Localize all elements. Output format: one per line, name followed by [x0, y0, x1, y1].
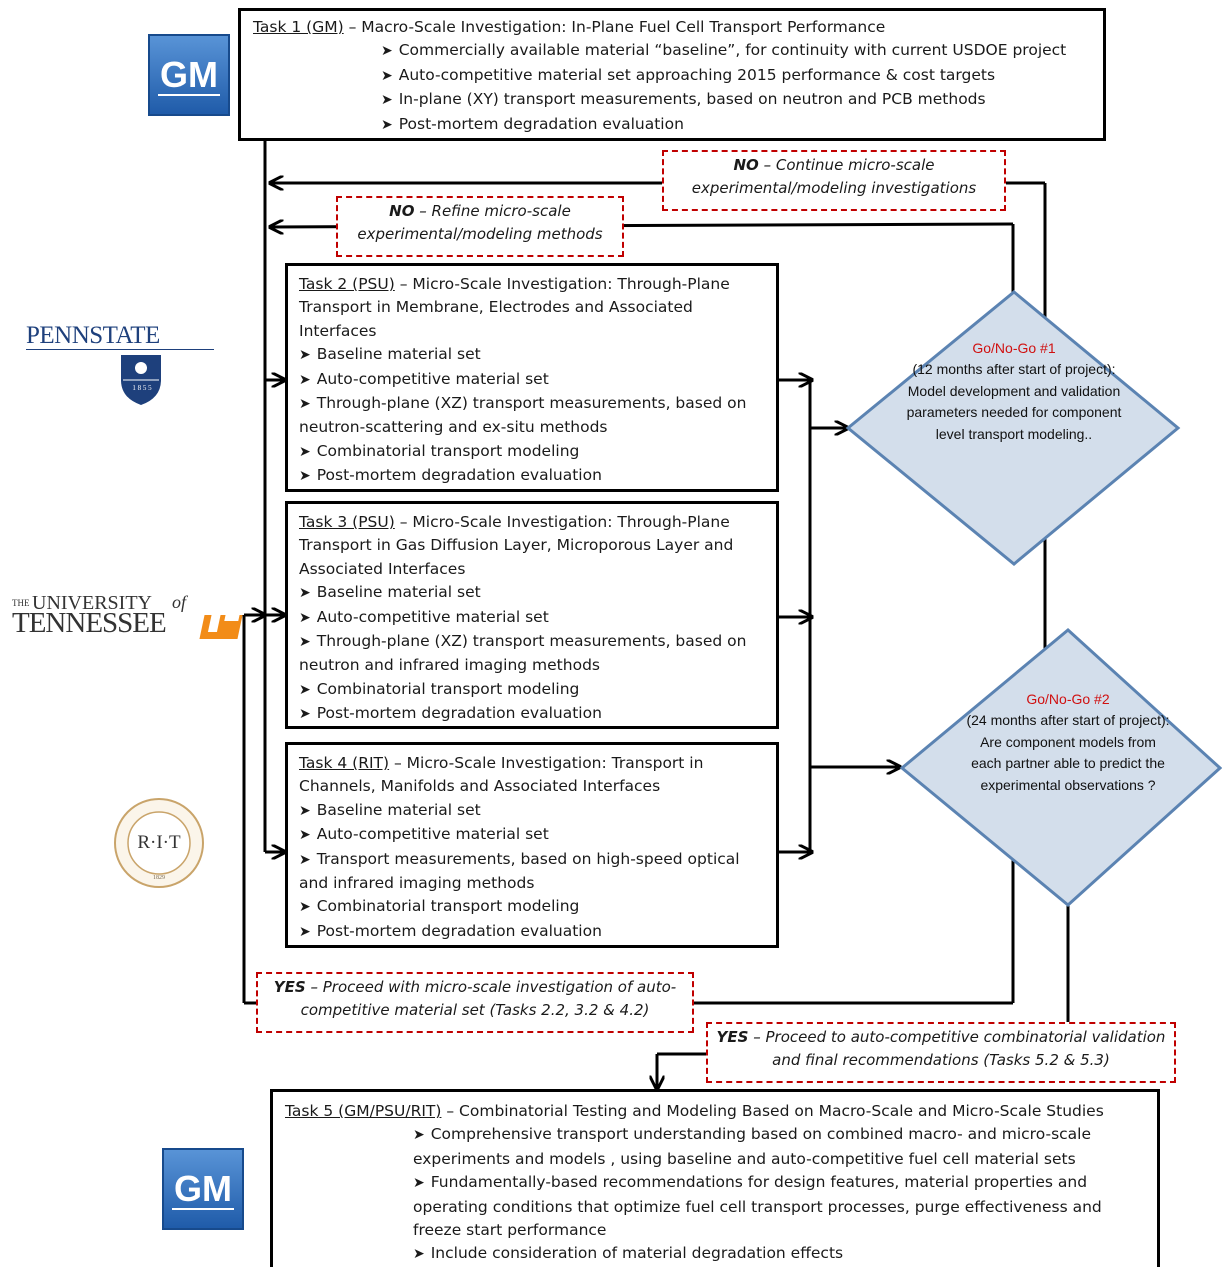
list-item: ➤Comprehensive transport understanding b… — [413, 1125, 1092, 1168]
rit-logo: R·I·T 1829 — [113, 797, 205, 889]
university-of-tennessee-logo: THE UNIVERSITY of TENNESSEE — [12, 592, 243, 648]
task1-heading: Task 1 (GM) – Macro-Scale Investigation:… — [253, 16, 1091, 39]
list-item: ➤Baseline material set — [299, 800, 481, 819]
list-item: ➤Through-plane (XZ) transport measuremen… — [299, 394, 747, 437]
list-item: ➤Post-mortem degradation evaluation — [299, 466, 602, 485]
task4-box: Task 4 (RIT) – Micro-Scale Investigation… — [285, 742, 779, 948]
gm-logo-bottom: GM — [162, 1148, 244, 1230]
penn-state-logo: PENNSTATE 1 8 5 5 — [26, 318, 216, 408]
task4-heading: Task 4 (RIT) – Micro-Scale Investigation… — [299, 752, 766, 799]
go-no-go-2-title: Go/No-Go #2 — [1026, 691, 1110, 707]
list-item: ➤Post-mortem degradation evaluation — [299, 704, 602, 723]
list-item: ➤Post-mortem degradation evaluation — [299, 921, 602, 940]
list-item: ➤Auto-competitive material set — [299, 369, 549, 388]
gm-logo-top: GM — [148, 34, 230, 116]
rit-seal-icon — [114, 798, 204, 888]
task1-id: Task 1 (GM) — [253, 18, 344, 36]
task5-box: Task 5 (GM/PSU/RIT) – Combinatorial Test… — [270, 1089, 1160, 1267]
shield-icon — [121, 355, 161, 405]
task3-id: Task 3 (PSU) — [299, 513, 395, 531]
list-item: ➤In-plane (XY) transport measurements, b… — [381, 90, 986, 109]
list-item: ➤Commercially available material “baseli… — [381, 41, 1067, 60]
list-item: ➤Auto-competitive material set approachi… — [381, 65, 996, 84]
list-item: ➤Transport measurements, based on high-s… — [299, 849, 740, 893]
list-item: ➤Auto-competitive material set — [299, 607, 549, 626]
go-no-go-1-body: (12 months after start of project): Mode… — [906, 361, 1122, 442]
yes-micro-note: YES – Proceed with micro-scale investiga… — [256, 972, 694, 1033]
no-continue-note: NO – Continue micro-scale experimental/m… — [662, 150, 1006, 211]
task2-title: – Micro-Scale Investigation: Through-Pla… — [299, 275, 730, 340]
yes-auto-note: YES – Proceed to auto-competitive combin… — [706, 1022, 1176, 1083]
go-no-go-1-text: Go/No-Go #1 (12 months after start of pr… — [898, 338, 1130, 445]
task3-box: Task 3 (PSU) – Micro-Scale Investigation… — [285, 501, 779, 729]
task5-id: Task 5 (GM/PSU/RIT) — [285, 1102, 442, 1120]
task2-id: Task 2 (PSU) — [299, 275, 395, 293]
list-item: ➤Post-mortem degradation evaluation — [381, 114, 684, 133]
task4-title: – Micro-Scale Investigation: Transport i… — [299, 754, 704, 796]
list-item: ➤Baseline material set — [299, 583, 481, 602]
go-no-go-2-body: (24 months after start of project): Are … — [966, 712, 1170, 793]
list-item: ➤Combinatorial transport modeling — [299, 679, 580, 698]
task1-bullet-list: ➤Commercially available material “baseli… — [253, 39, 1091, 137]
task2-heading: Task 2 (PSU) – Micro-Scale Investigation… — [299, 273, 766, 343]
task3-heading: Task 3 (PSU) – Micro-Scale Investigation… — [299, 511, 766, 581]
task5-heading: Task 5 (GM/PSU/RIT) – Combinatorial Test… — [285, 1100, 1147, 1123]
list-item: ➤Fundamentally-based recommendations for… — [413, 1173, 1102, 1240]
task5-bullet-list: ➤Comprehensive transport understanding b… — [285, 1123, 1147, 1266]
task5-title: – Combinatorial Testing and Modeling Bas… — [441, 1102, 1104, 1120]
task4-id: Task 4 (RIT) — [299, 754, 390, 772]
list-item: ➤Through-plane (XZ) transport measuremen… — [299, 632, 747, 675]
task1-title: – Macro-Scale Investigation: In-Plane Fu… — [343, 18, 886, 36]
task3-title: – Micro-Scale Investigation: Through-Pla… — [299, 513, 734, 578]
list-item: ➤Auto-competitive material set — [299, 825, 549, 844]
list-item: ➤Include consideration of material degra… — [413, 1244, 844, 1263]
task1-box: Task 1 (GM) – Macro-Scale Investigation:… — [238, 8, 1106, 141]
go-no-go-2-text: Go/No-Go #2 (24 months after start of pr… — [966, 689, 1170, 796]
list-item: ➤Combinatorial transport modeling — [299, 897, 580, 916]
go-no-go-1-title: Go/No-Go #1 — [972, 340, 1056, 356]
ut-icon — [199, 615, 243, 639]
list-item: ➤Combinatorial transport modeling — [299, 441, 580, 460]
task2-box: Task 2 (PSU) – Micro-Scale Investigation… — [285, 263, 779, 492]
list-item: ➤Baseline material set — [299, 345, 481, 364]
no-refine-note: NO – Refine micro-scale experimental/mod… — [336, 196, 624, 257]
